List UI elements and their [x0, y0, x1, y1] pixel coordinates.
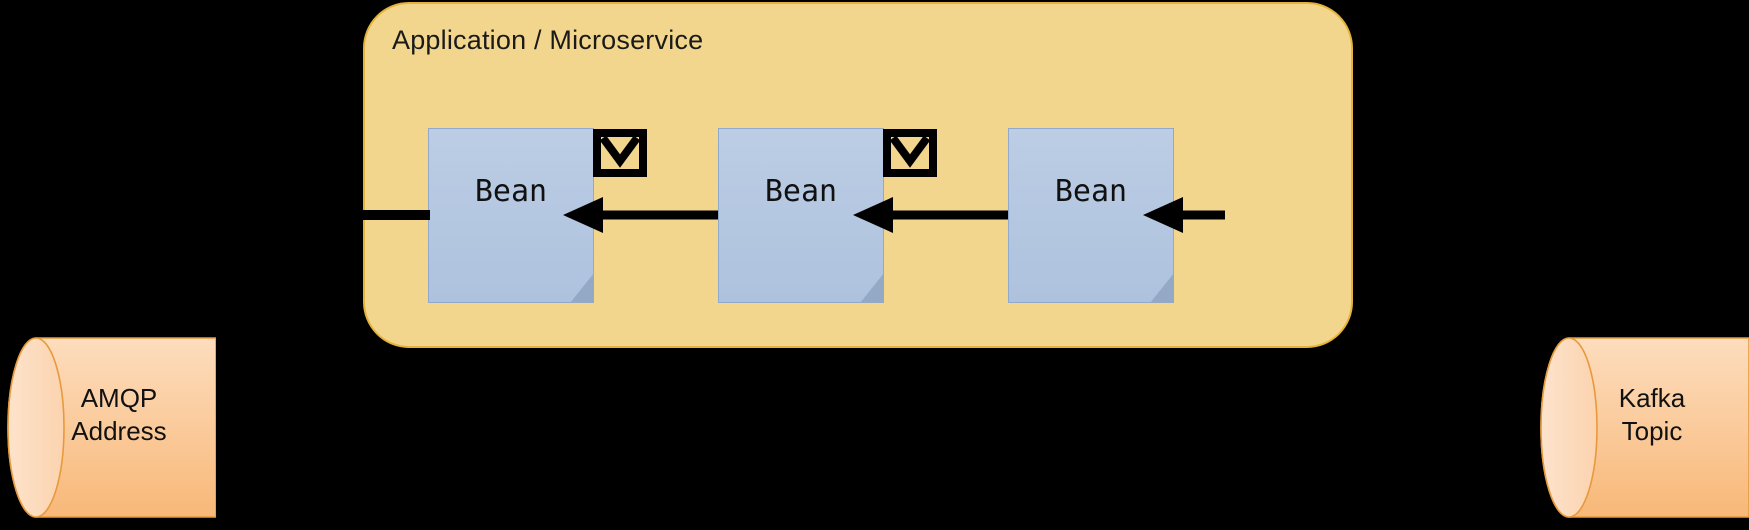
bean-label: Bean [474, 174, 548, 209]
kafka-topic-cylinder[interactable]: Kafka Topic [1533, 330, 1749, 525]
amqp-label-line1: AMQP [80, 383, 158, 413]
bean-label: Bean [1054, 174, 1128, 209]
amqp-label-line2: Address [71, 416, 167, 446]
bean-paper [1008, 128, 1174, 303]
kafka-label: Kafka Topic [1559, 382, 1745, 448]
cylinder-shape [7, 337, 217, 518]
bean-box-3[interactable]: Bean [1008, 128, 1174, 303]
bean-label: Bean [764, 174, 838, 209]
kafka-label-line1: Kafka [1618, 383, 1686, 413]
bean-box-2[interactable]: Bean [718, 128, 884, 303]
envelope-icon [883, 129, 937, 177]
bean-paper [718, 128, 884, 303]
amqp-address-cylinder[interactable]: AMQP Address [0, 330, 217, 525]
kafka-label-line2: Topic [1621, 416, 1683, 446]
cylinder-shape [1540, 337, 1749, 518]
bean-box-1[interactable]: Bean [428, 128, 594, 303]
amqp-label: AMQP Address [26, 382, 212, 448]
bean-paper [428, 128, 594, 303]
application-title: Application / Microservice [392, 25, 704, 55]
envelope-icon [593, 129, 647, 177]
